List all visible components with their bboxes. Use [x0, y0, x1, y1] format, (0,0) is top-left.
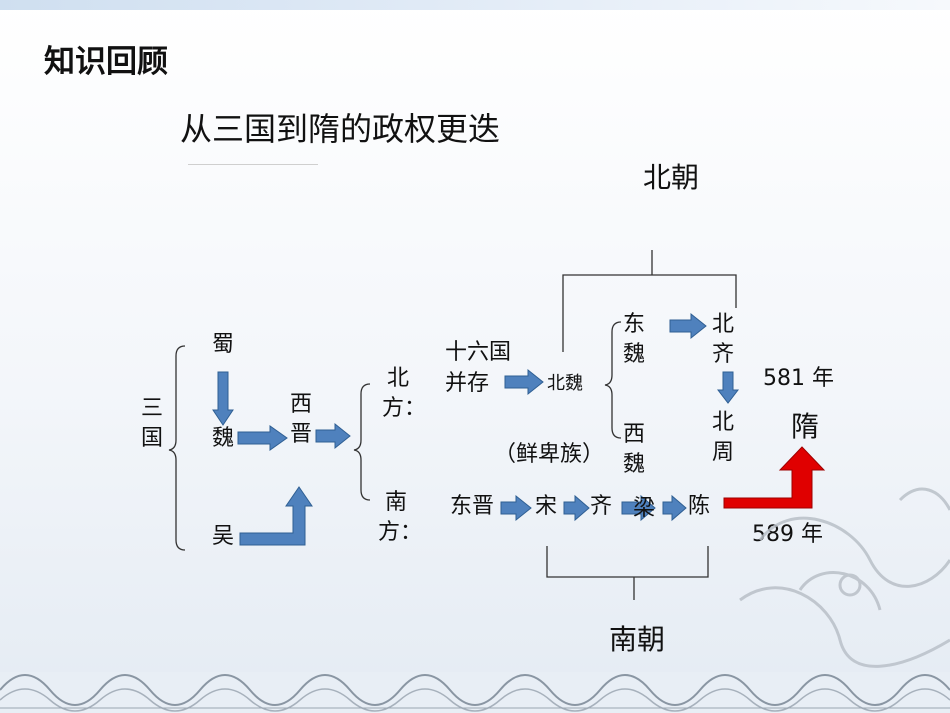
node-dongjin: 东晋	[450, 494, 495, 519]
arrow-song-qi	[563, 494, 590, 522]
brace-beiwei	[604, 321, 622, 439]
node-bingcun: 并存	[445, 371, 490, 396]
node-qi: 齐	[590, 494, 613, 519]
brace-sanguo	[168, 345, 186, 551]
blue-arrows	[212, 312, 740, 546]
arrow-shiliuguo-beiwei	[504, 368, 544, 396]
node-beiwei: 北魏	[547, 373, 583, 394]
arrow-dongwei-beiqi	[669, 312, 707, 340]
node-wu: 吴	[212, 524, 235, 549]
node-shu: 蜀	[212, 332, 235, 357]
arrow-dongjin-song	[500, 494, 532, 522]
slide-title: 从三国到隋的政权更迭	[180, 110, 501, 148]
brace-xijin	[353, 383, 371, 501]
north-bracket	[562, 250, 737, 352]
arrow-xijin-split	[315, 422, 351, 450]
node-beizhou: 北周	[711, 410, 734, 465]
node-wei: 魏	[212, 426, 235, 451]
node-liang: 梁	[633, 496, 656, 521]
node-xianbei: （鲜卑族）	[494, 442, 605, 467]
node-south-side: 南方：	[378, 490, 423, 545]
title-underline	[188, 164, 318, 165]
node-xijin: 西晋	[289, 392, 312, 447]
arrow-liang-chen	[662, 494, 687, 522]
node-dongwei: 东魏	[622, 312, 645, 367]
node-sanguo: 三国	[140, 396, 163, 451]
node-shiliuguo: 十六国	[445, 340, 512, 365]
node-xiwei: 西魏	[622, 422, 645, 477]
node-sui: 隋	[791, 410, 820, 443]
page-heading: 知识回顾	[44, 44, 168, 80]
year-589: 589 年	[752, 522, 823, 547]
arrow-qi-liang	[621, 494, 656, 522]
arrow-wei-xijin	[237, 425, 288, 451]
braces	[168, 321, 622, 551]
top-bar	[0, 0, 950, 10]
arrow-to-sui	[723, 446, 826, 509]
group-north-label: 北朝	[643, 161, 700, 194]
group-brackets	[546, 250, 737, 600]
arrow-shu-wei	[212, 371, 234, 426]
arrow-wu-xijin	[239, 486, 313, 546]
south-bracket	[546, 546, 709, 600]
node-beiqi: 北齐	[711, 312, 734, 367]
node-north-side: 北方：	[382, 366, 427, 421]
arrow-beiqi-beizhou	[716, 371, 740, 404]
group-south-label: 南朝	[609, 623, 666, 656]
node-song: 宋	[535, 494, 558, 519]
year-581: 581 年	[763, 366, 834, 391]
node-chen: 陈	[688, 494, 711, 519]
